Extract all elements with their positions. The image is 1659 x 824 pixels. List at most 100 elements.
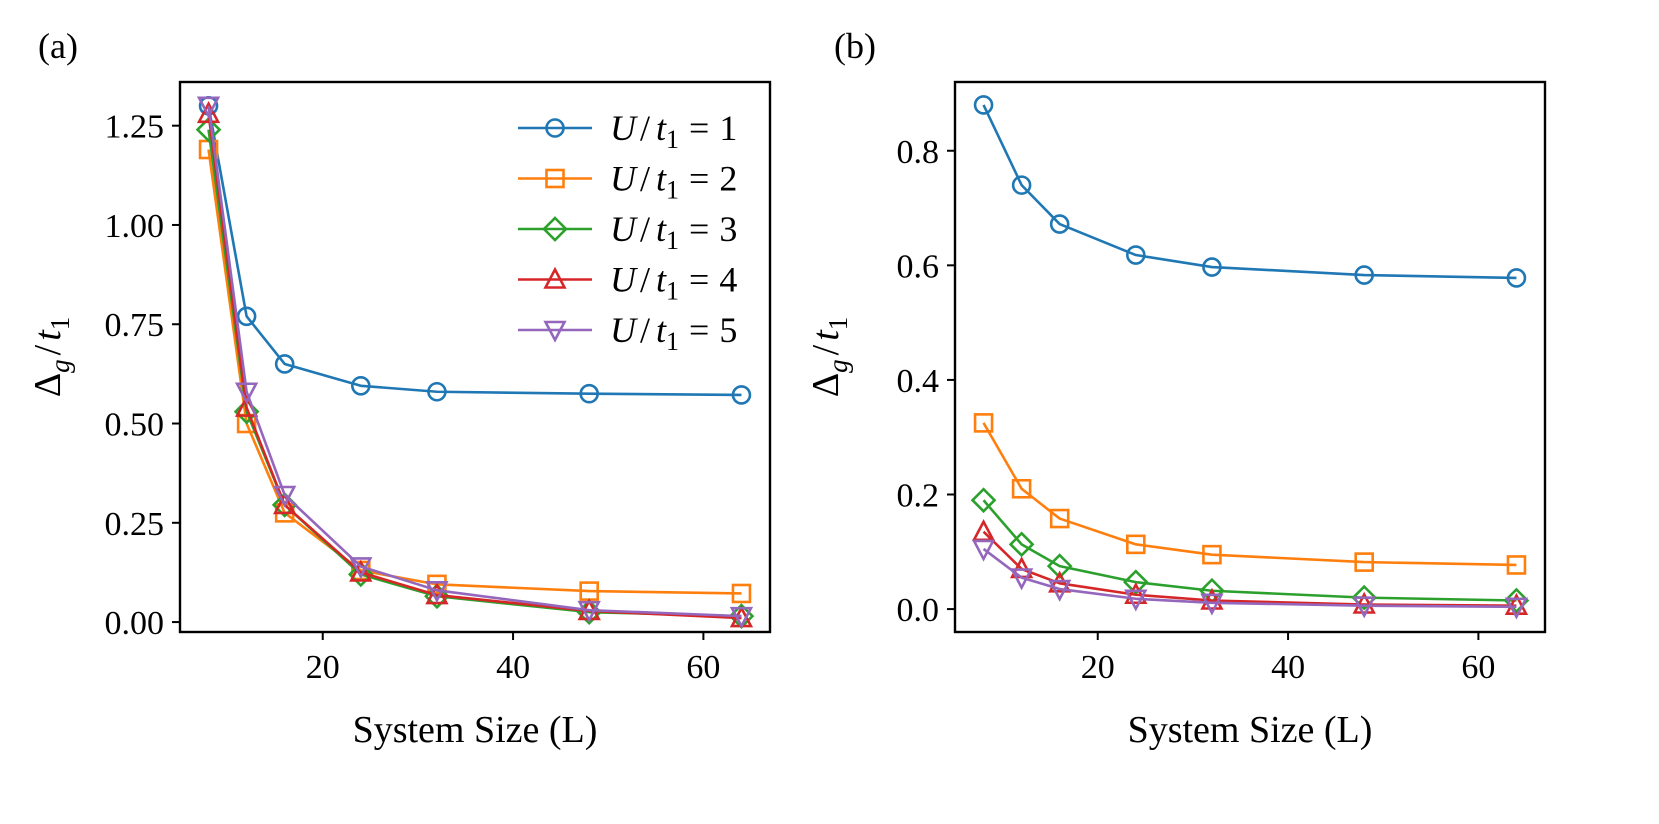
legend-equals: =: [689, 209, 709, 249]
data-point: [971, 539, 996, 562]
y-axis-label: Δg/t1: [805, 317, 853, 398]
legend-entry: U/t1=1: [518, 108, 737, 154]
data-point: [1351, 584, 1378, 611]
data-point: [196, 96, 221, 119]
data-point: [731, 583, 752, 604]
panel-label: (a): [38, 26, 78, 66]
legend-value: 1: [719, 108, 737, 148]
y-tick-label: 0.50: [105, 407, 165, 444]
legend-label: U/t1=1: [610, 108, 737, 154]
legend-value: 4: [719, 260, 737, 300]
data-point: [1049, 214, 1070, 234]
data-point: [1048, 579, 1072, 602]
data-point: [1354, 552, 1374, 572]
legend-label: U/t1=3: [610, 209, 737, 255]
data-point: [971, 518, 996, 542]
legend-u: U: [610, 310, 638, 350]
legend-slash: /: [640, 108, 650, 148]
y-tick-label: 0.6: [897, 248, 940, 285]
y-tick-label: 0.8: [897, 134, 940, 171]
legend-slash: /: [640, 260, 650, 300]
data-point: [425, 581, 449, 604]
data-point: [577, 600, 601, 623]
data-point: [196, 100, 221, 124]
legend-t: t: [656, 159, 667, 199]
legend-entry: U/t1=4: [518, 260, 737, 306]
y-label-subscript-1: 1: [823, 317, 853, 331]
y-tick-label: 1.00: [105, 208, 165, 245]
data-point: [1202, 544, 1222, 565]
legend-label: U/t1=5: [610, 310, 737, 356]
series-5: [971, 539, 1529, 620]
data-point: [1504, 592, 1529, 615]
data-point: [1124, 589, 1148, 612]
legend-marker: [545, 118, 565, 138]
data-point: [1008, 531, 1035, 558]
series-line: [207, 105, 742, 618]
data-point: [1011, 478, 1032, 499]
data-point: [1126, 534, 1146, 555]
data-point: [349, 559, 373, 582]
legend-marker: [543, 320, 567, 343]
legend-subscript: 1: [666, 125, 679, 154]
y-label-subscript: g: [823, 359, 853, 373]
data-point: [1506, 555, 1527, 575]
legend-u: U: [610, 108, 638, 148]
data-point: [273, 492, 297, 515]
x-tick-label: 60: [686, 649, 720, 686]
legend-t: t: [656, 108, 667, 148]
data-point: [1046, 553, 1073, 579]
legend-subscript: 1: [666, 176, 679, 205]
data-point: [1504, 597, 1529, 620]
legend-equals: =: [689, 260, 709, 300]
series-line: [982, 104, 1517, 280]
y-label-delta: Δ: [27, 373, 69, 397]
legend-value: 2: [719, 159, 737, 199]
legend-t: t: [656, 209, 667, 249]
legend-equals: =: [689, 310, 709, 350]
data-point: [1122, 569, 1149, 595]
data-point: [236, 306, 257, 327]
data-point: [351, 375, 371, 396]
data-point: [274, 354, 295, 374]
series-line: [982, 422, 1517, 567]
data-point: [1503, 587, 1530, 614]
y-label-slash: /: [805, 344, 847, 355]
data-point: [1009, 568, 1034, 591]
legend-t: t: [656, 310, 667, 350]
legend-label: U/t1=4: [610, 260, 737, 306]
y-label-subscript: g: [45, 359, 75, 373]
legend-u: U: [610, 260, 638, 300]
data-point: [1049, 508, 1070, 529]
y-label-t: t: [27, 329, 69, 341]
y-label-subscript-1: 1: [45, 317, 75, 331]
data-point: [1200, 587, 1224, 610]
data-point: [973, 95, 994, 115]
data-point: [1352, 591, 1376, 614]
panel-label: (b): [834, 26, 876, 66]
data-point: [729, 606, 754, 629]
legend: U/t1=1U/t1=2U/t1=3U/t1=4U/t1=5: [518, 108, 737, 356]
legend-subscript: 1: [666, 277, 679, 306]
x-tick-label: 20: [306, 649, 340, 686]
legend-equals: =: [689, 159, 709, 199]
axes-frame: [178, 80, 772, 634]
legend-marker: [545, 168, 565, 189]
data-point: [579, 383, 599, 404]
data-point: [1124, 581, 1148, 605]
series-5: [196, 96, 754, 629]
legend-entry: U/t1=3: [518, 209, 737, 255]
data-point: [349, 557, 373, 580]
x-axis-label: System Size (L): [1128, 709, 1373, 751]
x-tick-label: 60: [1461, 649, 1495, 686]
data-point: [731, 385, 752, 405]
x-axis-label: System Size (L): [353, 709, 598, 751]
x-tick-label: 40: [496, 649, 530, 686]
data-point: [427, 381, 447, 402]
legend-marker: [543, 266, 567, 289]
data-point: [1200, 593, 1224, 616]
y-tick-label: 0.00: [105, 605, 165, 642]
